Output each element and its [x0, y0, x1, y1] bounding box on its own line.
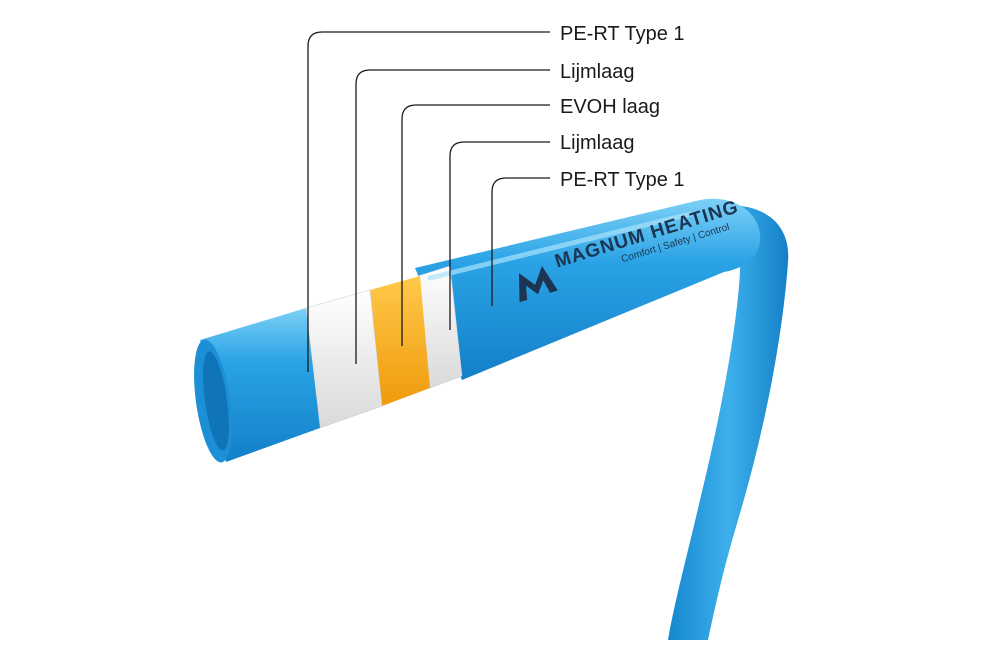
leader-line-4 — [449, 141, 550, 330]
label-pe-rt-type-1-outer: PE-RT Type 1 — [560, 169, 685, 191]
label-evoh-layer: EVOH laag — [560, 96, 661, 118]
leader-line-2 — [355, 69, 550, 364]
pipe-highlight — [427, 211, 693, 281]
label-adhesive-layer-1: Lijmlaag — [560, 61, 635, 83]
layer-adhesive-outer — [305, 289, 383, 429]
pipe-opening-inner — [203, 351, 229, 451]
magnum-logo-icon — [519, 266, 558, 303]
leader-line-1 — [307, 31, 550, 372]
pipe-outer-body — [415, 198, 761, 380]
leader-line-5 — [491, 177, 550, 306]
leader-line-3 — [401, 104, 550, 346]
pipe-leg — [668, 205, 789, 640]
leader-lines — [307, 31, 550, 372]
label-pe-rt-type-1-inner: PE-RT Type 1 — [560, 23, 685, 45]
label-adhesive-layer-2: Lijmlaag — [560, 132, 635, 154]
layer-evoh — [370, 276, 430, 406]
brand-logo: MAGNUM HEATING Comfort | Safety | Contro… — [496, 165, 741, 309]
